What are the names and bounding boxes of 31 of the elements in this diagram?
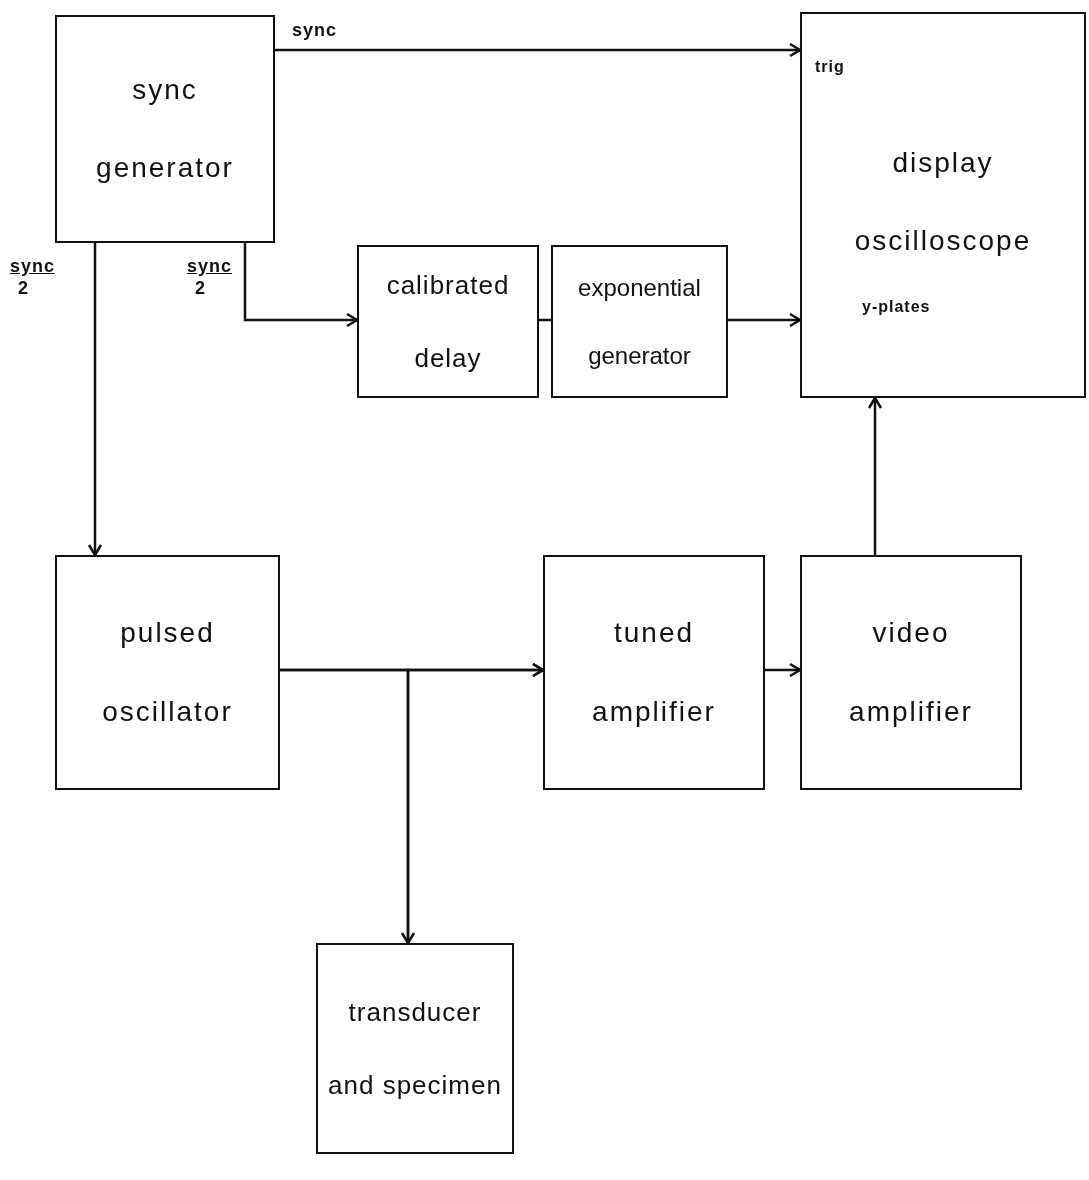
signal-label: 2 <box>18 278 29 299</box>
arrow <box>275 42 802 58</box>
arrow <box>280 668 416 945</box>
arrow <box>765 662 802 678</box>
block-box <box>55 15 275 243</box>
signal-label: trig <box>815 58 845 76</box>
block-label: display oscilloscope <box>853 146 1033 259</box>
signal-label: 2 <box>195 278 206 299</box>
block-label: tuned amplifier <box>591 616 717 729</box>
arrow <box>87 243 103 557</box>
arrow <box>728 312 802 328</box>
block-label: calibrated delay <box>385 268 511 375</box>
block-box <box>543 555 765 790</box>
block-box <box>800 555 1022 790</box>
block-label: video amplifier <box>848 616 974 729</box>
block-box <box>55 555 280 790</box>
arrow <box>243 243 359 328</box>
block-label: sync generator <box>95 72 235 185</box>
signal-label: sync <box>187 256 233 277</box>
block-box <box>316 943 514 1154</box>
arrow <box>406 662 545 943</box>
block-label: exponential generator <box>577 273 702 371</box>
signal-label: sync <box>292 20 338 41</box>
signal-label: y-plates <box>862 298 931 316</box>
arrow <box>867 396 883 555</box>
signal-label: sync <box>10 256 56 277</box>
block-box <box>357 245 539 398</box>
block-label: transducer and specimen <box>327 995 503 1102</box>
block-label: pulsed oscillator <box>101 616 234 729</box>
block-box <box>551 245 728 398</box>
block-box <box>800 12 1086 398</box>
